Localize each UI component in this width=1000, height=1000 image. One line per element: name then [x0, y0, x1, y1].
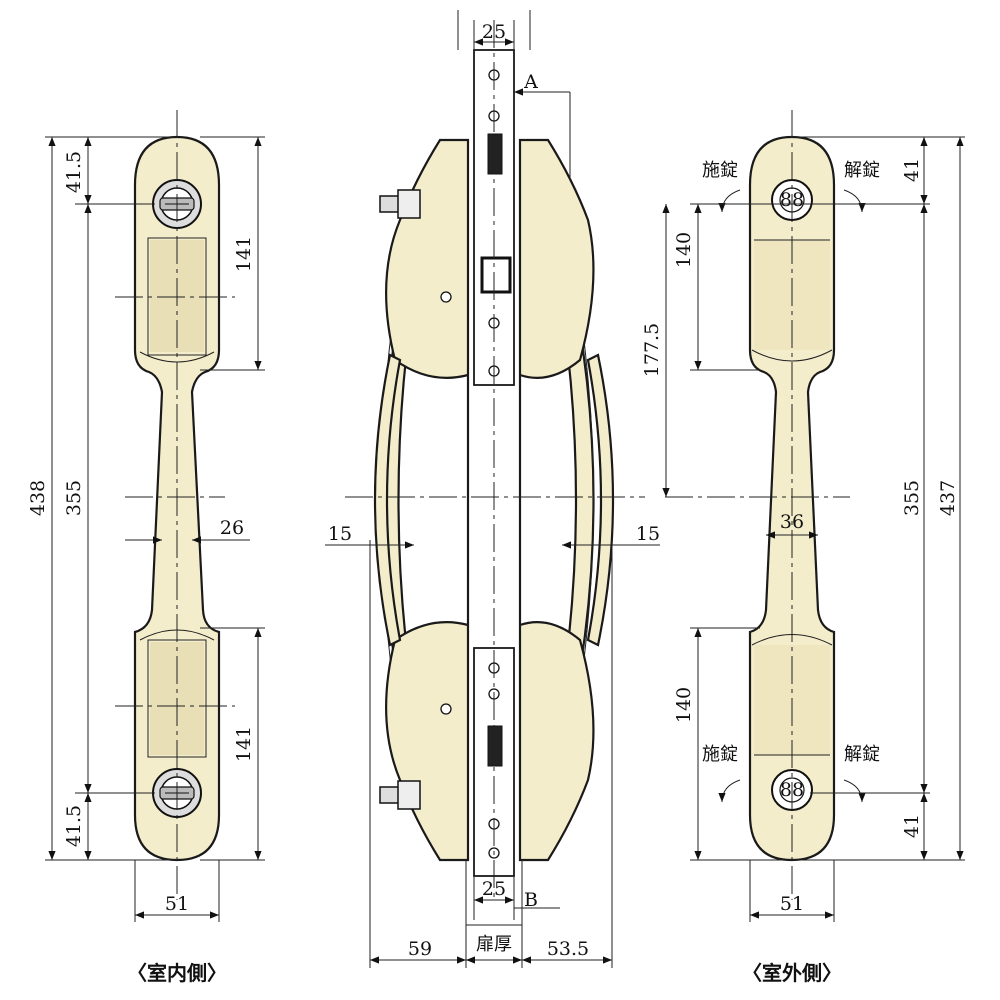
indoor-grip-top-dim: 141 — [233, 236, 255, 272]
outdoor-base-width-dim: 51 — [780, 893, 804, 915]
side-plate-bottom-dim: 25 — [482, 878, 506, 900]
indoor-bottom-recess — [147, 639, 207, 758]
outdoor-grip-top-dim: 140 — [673, 232, 695, 268]
outdoor-grip-bottom-dim: 140 — [673, 687, 695, 723]
side-right-projection-dim: 53.5 — [547, 938, 589, 960]
indoor-overall-dim: 438 — [27, 480, 49, 516]
indoor-top-offset-dim: 41.5 — [63, 151, 85, 193]
indoor-view: 438 41.5 355 41.5 141 141 26 51 〈室内側〉 — [27, 110, 265, 985]
unlock-label-top: 解錠 — [844, 160, 880, 181]
door-thickness-label: 扉厚 — [476, 934, 512, 955]
lock-label-top: 施錠 — [702, 160, 738, 181]
side-plate-top-dim: 25 — [482, 21, 506, 43]
side-square-hub-icon — [480, 256, 512, 294]
outdoor-bar-width-dim: 36 — [780, 511, 804, 533]
lock-label-bottom: 施錠 — [702, 744, 738, 765]
unlock-arrow-bottom-icon — [843, 779, 866, 803]
outdoor-pitch-dim: 355 — [901, 480, 923, 516]
lock-arrow-top-icon — [718, 189, 741, 213]
indoor-caption: 〈室内側〉 — [127, 961, 227, 985]
indoor-pitch-dim: 355 — [63, 480, 85, 516]
side-right-depth-dim: 15 — [636, 523, 660, 545]
outdoor-bottom-offset-dim: 41 — [901, 814, 923, 838]
indoor-base-width-dim: 51 — [165, 893, 189, 915]
section-b-label: B — [524, 889, 538, 911]
side-inner-bow — [373, 353, 402, 647]
indoor-bar-width-dim: 26 — [220, 517, 244, 539]
side-bottom-knob-icon — [379, 780, 421, 810]
side-left-depth-dim: 15 — [328, 523, 352, 545]
lock-arrow-bottom-icon — [718, 779, 741, 803]
outdoor-center-to-top-dim: 177.5 — [641, 323, 663, 377]
side-bottom-latch-icon — [487, 725, 503, 767]
indoor-top-recess — [147, 237, 207, 356]
side-top-knob-icon — [379, 189, 421, 219]
outdoor-top-offset-dim: 41 — [901, 158, 923, 182]
unlock-arrow-top-icon — [843, 189, 866, 213]
side-view: A B 25 25 15 15 59 扉厚 53.5 — [325, 10, 660, 968]
indoor-grip-bottom-dim: 141 — [233, 726, 255, 762]
outdoor-overall-dim: 437 — [937, 480, 959, 516]
outdoor-view: 88 88 施錠 解錠 施錠 解錠 — [641, 110, 965, 985]
indoor-bottom-offset-dim: 41.5 — [63, 805, 85, 847]
side-top-latch-icon — [487, 133, 503, 175]
section-a-label: A — [523, 71, 538, 93]
outdoor-caption: 〈室外側〉 — [742, 961, 842, 985]
side-right-handle — [518, 138, 595, 862]
unlock-label-bottom: 解錠 — [844, 744, 880, 765]
side-left-projection-dim: 59 — [408, 938, 432, 960]
